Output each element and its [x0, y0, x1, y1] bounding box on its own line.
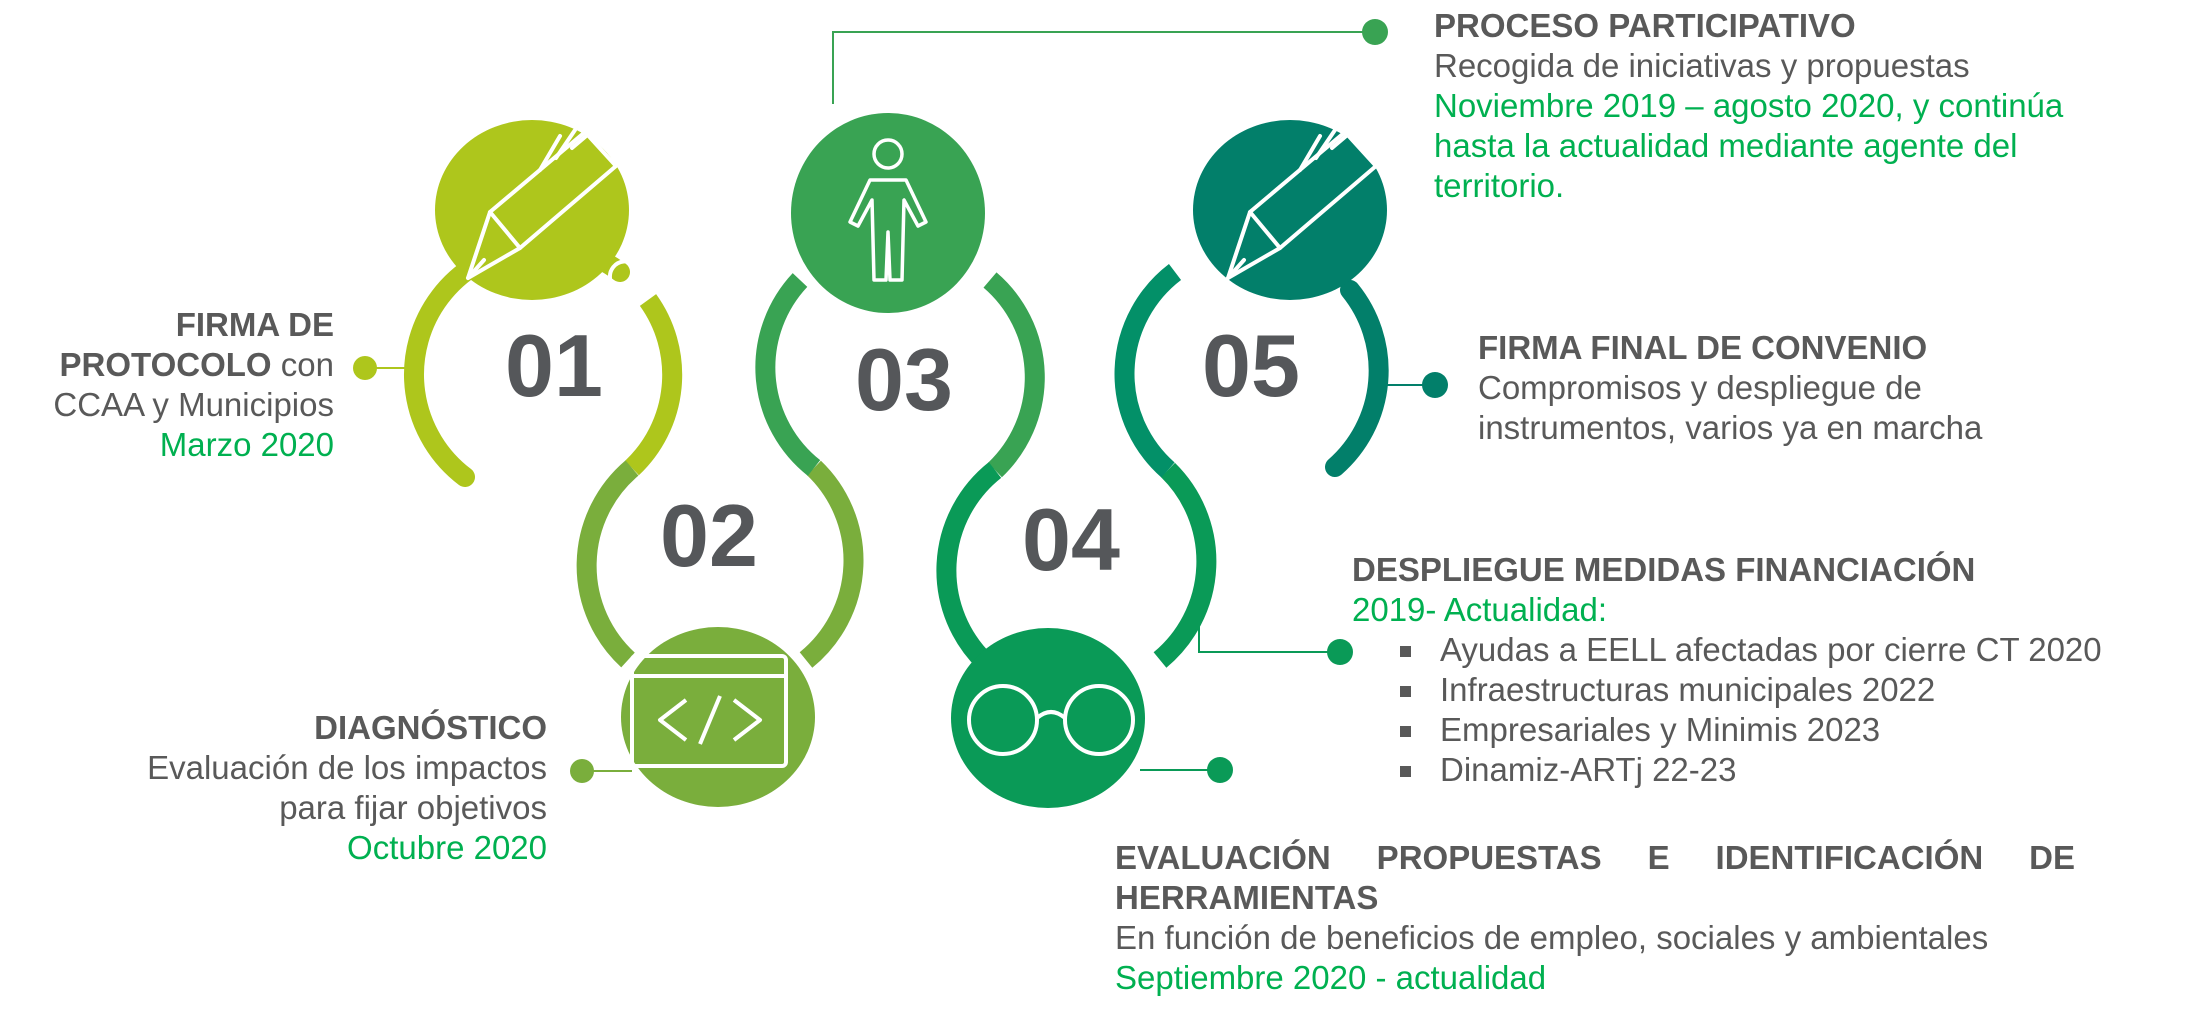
step-03-number: 03 [855, 330, 953, 429]
connector-02 [570, 759, 632, 783]
step-05-text: FIRMA FINAL DE CONVENIO Compromisos y de… [1478, 328, 2078, 448]
arc-02-right [799, 460, 864, 668]
step-01-title: FIRMA DE PROTOCOLO [59, 306, 334, 383]
step-03-date: Noviembre 2019 – agosto 2020, y continúa… [1434, 87, 2064, 204]
step-05-number: 05 [1202, 316, 1300, 415]
step-04-text: EVALUACIÓN PROPUESTAS E IDENTIFICACIÓN D… [1115, 838, 2075, 998]
arc-03-right [983, 272, 1045, 478]
person-icon [848, 138, 928, 282]
step-04-circle [951, 628, 1145, 808]
connector-05 [1385, 372, 1448, 398]
step-01-date: Marzo 2020 [159, 426, 334, 463]
step-02-desc-1: Evaluación de los impactos [147, 749, 547, 786]
step-03-text: PROCESO PARTICIPATIVO Recogida de inicia… [1434, 6, 2124, 206]
arc-02 [576, 460, 639, 668]
step-02-date: Octubre 2020 [347, 829, 547, 866]
step-02-title: DIAGNÓSTICO [314, 709, 547, 746]
step-03-circle [791, 113, 985, 313]
arc-05-left [1114, 264, 1182, 478]
financing-title: DESPLIEGUE MEDIDAS FINANCIACIÓN [1352, 551, 1976, 588]
step-02-circle [621, 627, 815, 807]
step-02-desc-2: para fijar objetivos [279, 789, 547, 826]
connector-04 [1140, 757, 1233, 783]
connector-03 [832, 19, 1388, 104]
step-05-desc: Compromisos y despliegue de instrumentos… [1478, 369, 1983, 446]
step-03-title: PROCESO PARTICIPATIVO [1434, 7, 1856, 44]
step-05-circle [1193, 120, 1387, 300]
connector-01 [353, 356, 414, 380]
step-04-title: EVALUACIÓN PROPUESTAS E IDENTIFICACIÓN D… [1115, 839, 2075, 916]
step-05-title: FIRMA FINAL DE CONVENIO [1478, 329, 1928, 366]
financing-list: Ayudas a EELL afectadas por cierre CT 20… [1396, 630, 2188, 790]
step-02-text: DIAGNÓSTICO Evaluación de los impactos p… [20, 708, 547, 868]
code-window-icon [630, 654, 788, 768]
step-04-date: Septiembre 2020 - actualidad [1115, 959, 1547, 996]
step-01-title-rest: con CCAA y Municipios [53, 346, 334, 423]
glasses-icon [967, 684, 1135, 756]
step-02-number: 02 [660, 486, 758, 585]
step-01-text: FIRMA DE PROTOCOLO con CCAA y Municipios… [0, 305, 334, 465]
connector-financing [1198, 600, 1353, 665]
arc-04-right [1153, 462, 1217, 668]
step-01-circle [435, 120, 629, 300]
pencil-icon [466, 124, 642, 280]
financing-text: DESPLIEGUE MEDIDAS FINANCIACIÓN 2019- Ac… [1352, 550, 2188, 790]
pencil-icon [1226, 124, 1378, 280]
financing-date: 2019- Actualidad: [1352, 591, 1608, 628]
step-03-desc: Recogida de iniciativas y propuestas [1434, 47, 1970, 84]
step-04-number: 04 [1022, 490, 1120, 589]
list-item: Dinamiz-ARTj 22-23 [1396, 750, 2188, 790]
arc-04-left [936, 462, 1002, 670]
list-item: Empresariales y Minimis 2023 [1396, 710, 2188, 750]
arc-01-right [625, 294, 683, 476]
step-01-number: 01 [505, 316, 603, 415]
arc-03-left [755, 273, 821, 476]
step-04-desc: En función de beneficios de empleo, soci… [1115, 919, 1989, 956]
list-item: Ayudas a EELL afectadas por cierre CT 20… [1396, 630, 2188, 670]
arc-05-right [1325, 280, 1389, 477]
list-item: Infraestructuras municipales 2022 [1396, 670, 2188, 710]
